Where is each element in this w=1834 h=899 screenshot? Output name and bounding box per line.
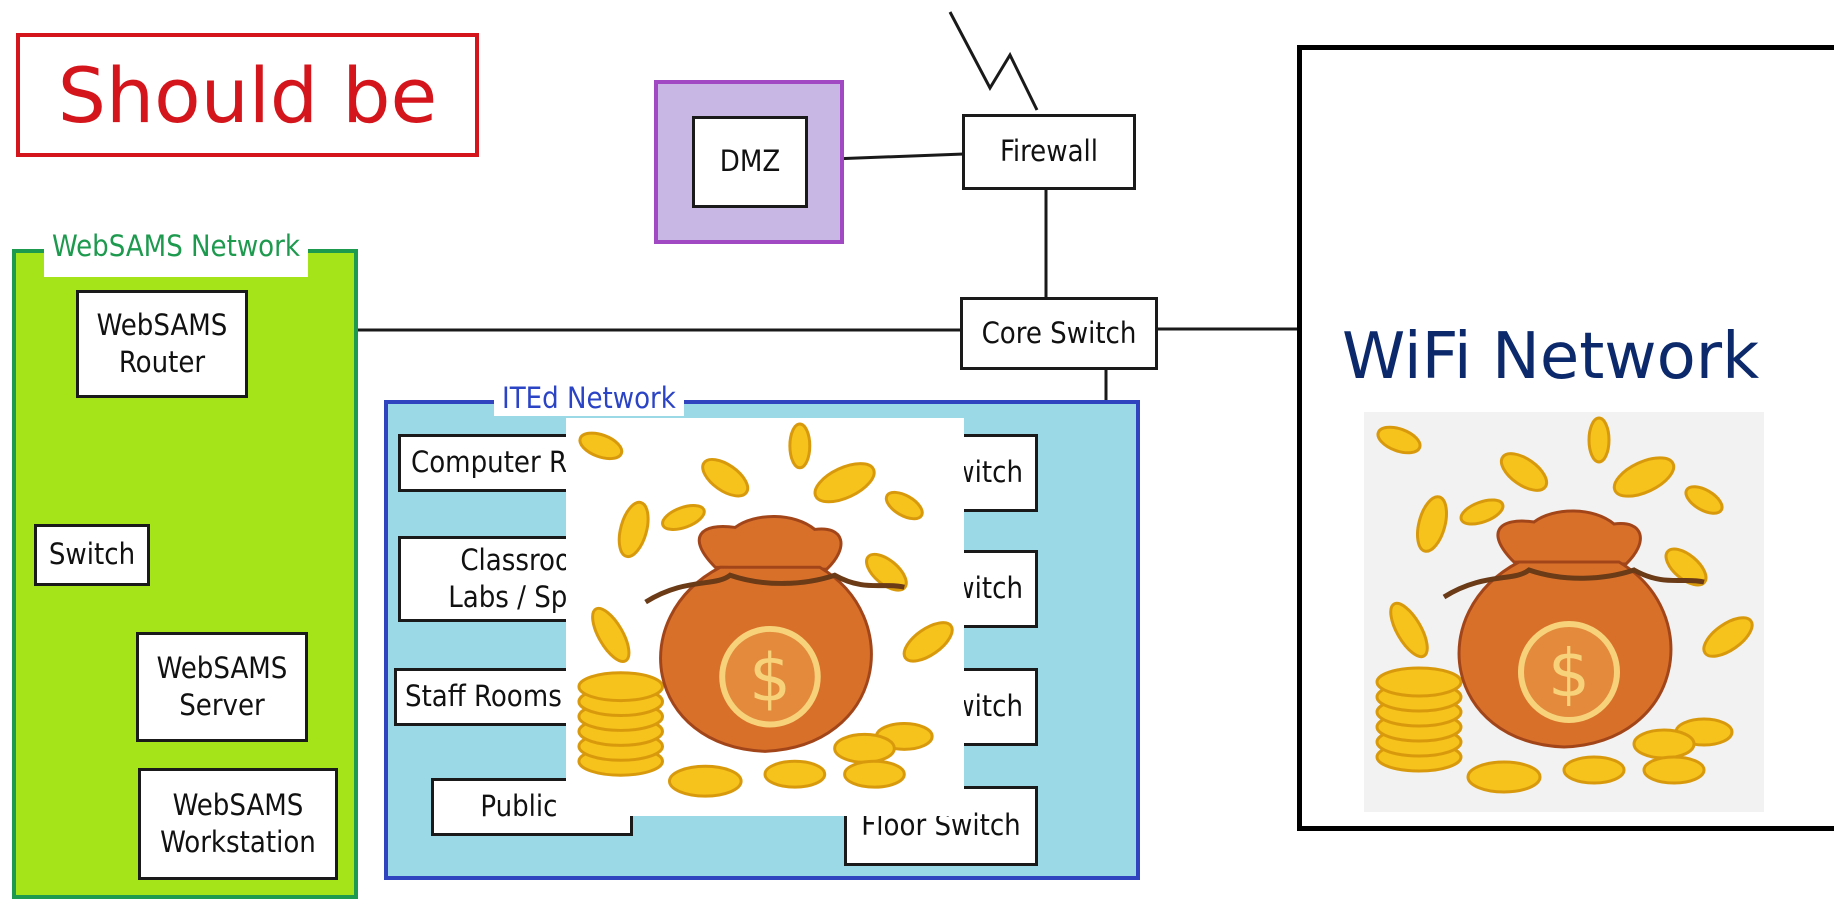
svg-text:$: $ <box>1548 635 1590 712</box>
ited-network-title: ITEd Network <box>494 381 684 416</box>
money-bag-icon: $ <box>1375 416 1754 794</box>
wifi-network-title: WiFi Network <box>1342 320 1760 394</box>
svg-text:$: $ <box>749 641 791 717</box>
wifi-network-box: WiFi Network <box>1297 45 1834 831</box>
websams-server-node: WebSAMS Server <box>136 632 308 742</box>
websams-router-node: WebSAMS Router <box>76 290 248 398</box>
wifi-money-bag-image: $ <box>1364 412 1764 812</box>
dmz-node: DMZ <box>692 116 808 208</box>
websams-network-title: WebSAMS Network <box>44 229 308 277</box>
firewall-node: Firewall <box>962 114 1136 190</box>
money-bag-icon: $ <box>577 422 954 798</box>
should-be-label: Should be <box>16 33 479 157</box>
internet-link-line <box>948 11 1039 111</box>
websams-workstation-node: WebSAMS Workstation <box>138 768 338 880</box>
websams-switch-node: Switch <box>34 524 150 586</box>
money-bag-overlay-image: $ <box>566 418 964 816</box>
core-switch-node: Core Switch <box>960 297 1158 370</box>
